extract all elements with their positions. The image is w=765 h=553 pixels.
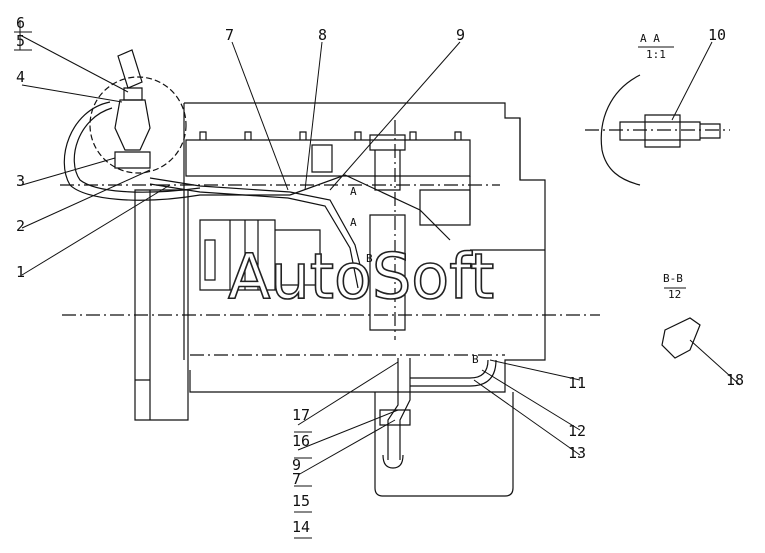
filler-neck bbox=[117, 49, 143, 89]
section-aa-header: A A 1:1 bbox=[640, 32, 666, 61]
callout-14: 14 bbox=[292, 518, 310, 536]
section-bb-header: B-B 12 bbox=[663, 272, 683, 301]
intake-box bbox=[311, 144, 333, 173]
fuel-line-main bbox=[149, 177, 366, 286]
section-bb-part bbox=[661, 317, 701, 359]
mark-a-2: A bbox=[350, 216, 357, 229]
mark-a-1: A bbox=[350, 185, 357, 198]
callout-12: 12 bbox=[568, 422, 586, 440]
section-aa-shape bbox=[600, 74, 641, 186]
section-bb-title: B-B bbox=[663, 272, 683, 285]
callout-11: 11 bbox=[568, 374, 586, 392]
callout-1: 1 bbox=[16, 263, 25, 281]
watermark: AutoSoft bbox=[228, 240, 494, 313]
callout-2: 2 bbox=[16, 217, 25, 235]
rocker-cover bbox=[369, 134, 406, 191]
thermostat-housing bbox=[369, 214, 406, 331]
flywheel-step bbox=[135, 190, 151, 420]
callout-10: 10 bbox=[708, 26, 726, 44]
callout-7-bottom: 7 bbox=[292, 470, 301, 488]
filter-cap bbox=[123, 87, 143, 101]
callout-8: 8 bbox=[318, 26, 327, 44]
filter-housing-right bbox=[419, 189, 471, 226]
starter-ribs bbox=[229, 220, 259, 290]
drain-fitting bbox=[379, 409, 411, 426]
callout-9-bottom: 9 bbox=[292, 456, 301, 474]
callout-5: 5 bbox=[16, 32, 25, 50]
section-aa-title: A A bbox=[640, 32, 660, 45]
callout-15: 15 bbox=[292, 492, 310, 510]
fuel-filter-base bbox=[114, 151, 151, 169]
label-underlines bbox=[14, 31, 686, 539]
callout-7: 7 bbox=[225, 26, 234, 44]
fuel-line-loop-inner bbox=[73, 107, 201, 193]
drain-pipe bbox=[387, 358, 411, 460]
flywheel-housing bbox=[134, 189, 189, 421]
front-cover bbox=[469, 118, 545, 251]
callout-9: 9 bbox=[456, 26, 465, 44]
callout-13: 13 bbox=[568, 444, 586, 462]
starter-motor bbox=[199, 219, 321, 291]
drain-bend bbox=[410, 359, 497, 387]
engine-block-outline bbox=[183, 102, 546, 393]
fuel-filter-body bbox=[114, 99, 151, 151]
callout-4: 4 bbox=[16, 68, 25, 86]
callout-18: 18 bbox=[726, 371, 744, 389]
callouts: 6 5 4 3 2 1 7 8 9 10 11 12 13 17 16 9 7 … bbox=[16, 14, 744, 536]
fuel-line-main-2 bbox=[149, 183, 359, 289]
callout-6: 6 bbox=[16, 14, 25, 32]
section-marks: A A B B bbox=[350, 185, 479, 366]
oil-pan-outline bbox=[374, 392, 514, 497]
section-aa-scale: 1:1 bbox=[646, 48, 666, 61]
callout-17: 17 bbox=[292, 406, 310, 424]
callout-3: 3 bbox=[16, 172, 25, 190]
callout-16: 16 bbox=[292, 432, 310, 450]
mark-b-2: B bbox=[472, 353, 479, 366]
fuel-filter-circle bbox=[89, 76, 187, 174]
injector-row bbox=[199, 131, 462, 140]
mark-b-1: B bbox=[366, 252, 373, 265]
fuel-line-loop-outer bbox=[63, 101, 290, 201]
drain-elbow bbox=[382, 454, 404, 469]
section-bb-sheet: 12 bbox=[668, 288, 681, 301]
section-aa-fitting bbox=[619, 114, 721, 148]
